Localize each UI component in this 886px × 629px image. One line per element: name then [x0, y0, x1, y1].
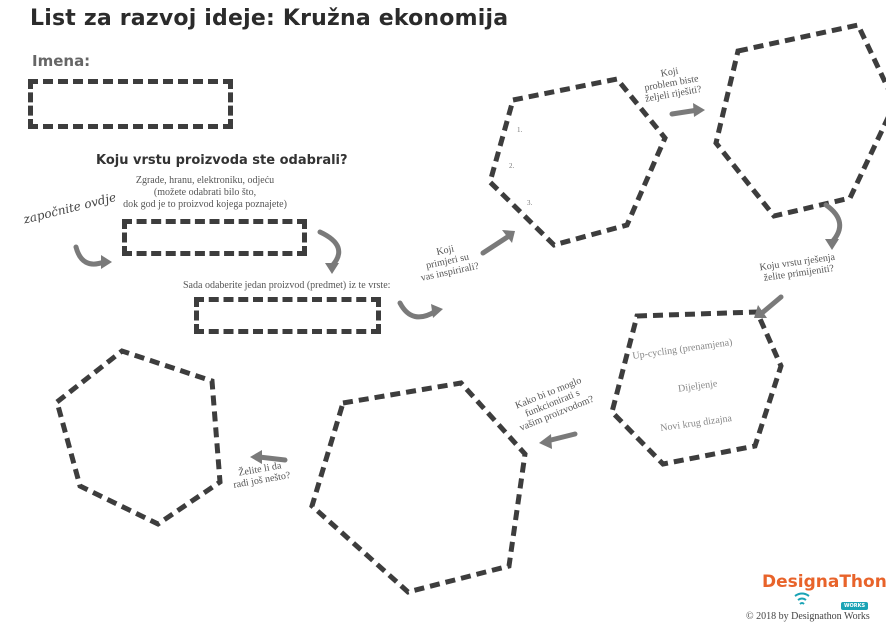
how-arrow-icon: [544, 431, 578, 444]
works-badge-text: WORKS: [841, 602, 869, 610]
anything-else-arrowhead-icon: [250, 450, 262, 464]
names-field[interactable]: [28, 79, 233, 129]
anything-else-hexagon: [54, 348, 223, 527]
start-arrowhead-icon: [101, 255, 112, 269]
copyright: © 2018 by Designathon Works: [746, 611, 870, 622]
product-curve-arrow-icon: [397, 300, 439, 320]
product-type-heading: Koju vrstu proizvoda ste odabrali?: [96, 153, 348, 168]
product-type-hint-line3: dok god je to proizvod kojega poznajete): [123, 199, 287, 210]
wifi-signal-icon: [794, 592, 810, 605]
solution-down-arrow-icon: [759, 294, 784, 316]
solution-down-arrowhead-icon: [754, 305, 767, 318]
choose-product-label: Sada odaberite jedan proizvod (predmet) …: [183, 280, 391, 291]
product-type-arrowhead-icon: [325, 263, 339, 274]
page-title: List za razvoj ideje: Kružna ekonomija: [30, 6, 509, 31]
start-curve-arrow-icon: [73, 244, 107, 267]
examples-hexagon: [487, 76, 668, 248]
example-number-2: 2.: [509, 162, 515, 170]
product-type-curve-arrow-icon: [317, 229, 342, 269]
solution-curve-arrowhead-icon: [825, 239, 839, 250]
names-label: Imena:: [32, 52, 91, 70]
examples-arrowhead-icon: [502, 230, 515, 243]
product-field[interactable]: [194, 297, 381, 334]
example-number-3: 3.: [527, 199, 533, 207]
product-type-hint: Zgrade, hranu, elektroniku, odjeću (može…: [120, 175, 290, 211]
works-badge: WORKS: [841, 594, 869, 612]
product-type-field[interactable]: [122, 219, 307, 256]
solution-curve-arrow-icon: [823, 202, 843, 245]
product-arrowhead-icon: [431, 304, 443, 318]
product-type-hint-line2: (možete odabrati bilo što,: [153, 187, 257, 198]
how-it-works-hexagon: [309, 380, 528, 595]
anything-else-arrow-icon: [256, 454, 288, 463]
example-number-1: 1.: [517, 126, 523, 134]
how-arrowhead-icon: [539, 434, 552, 449]
examples-arrow-icon: [480, 233, 512, 256]
designathon-logo: DesignaThon: [762, 572, 886, 592]
problem-arrowhead-icon: [693, 103, 705, 117]
product-type-hint-line1: Zgrade, hranu, elektroniku, odjeću: [135, 175, 275, 186]
problem-hexagon: [713, 22, 886, 219]
